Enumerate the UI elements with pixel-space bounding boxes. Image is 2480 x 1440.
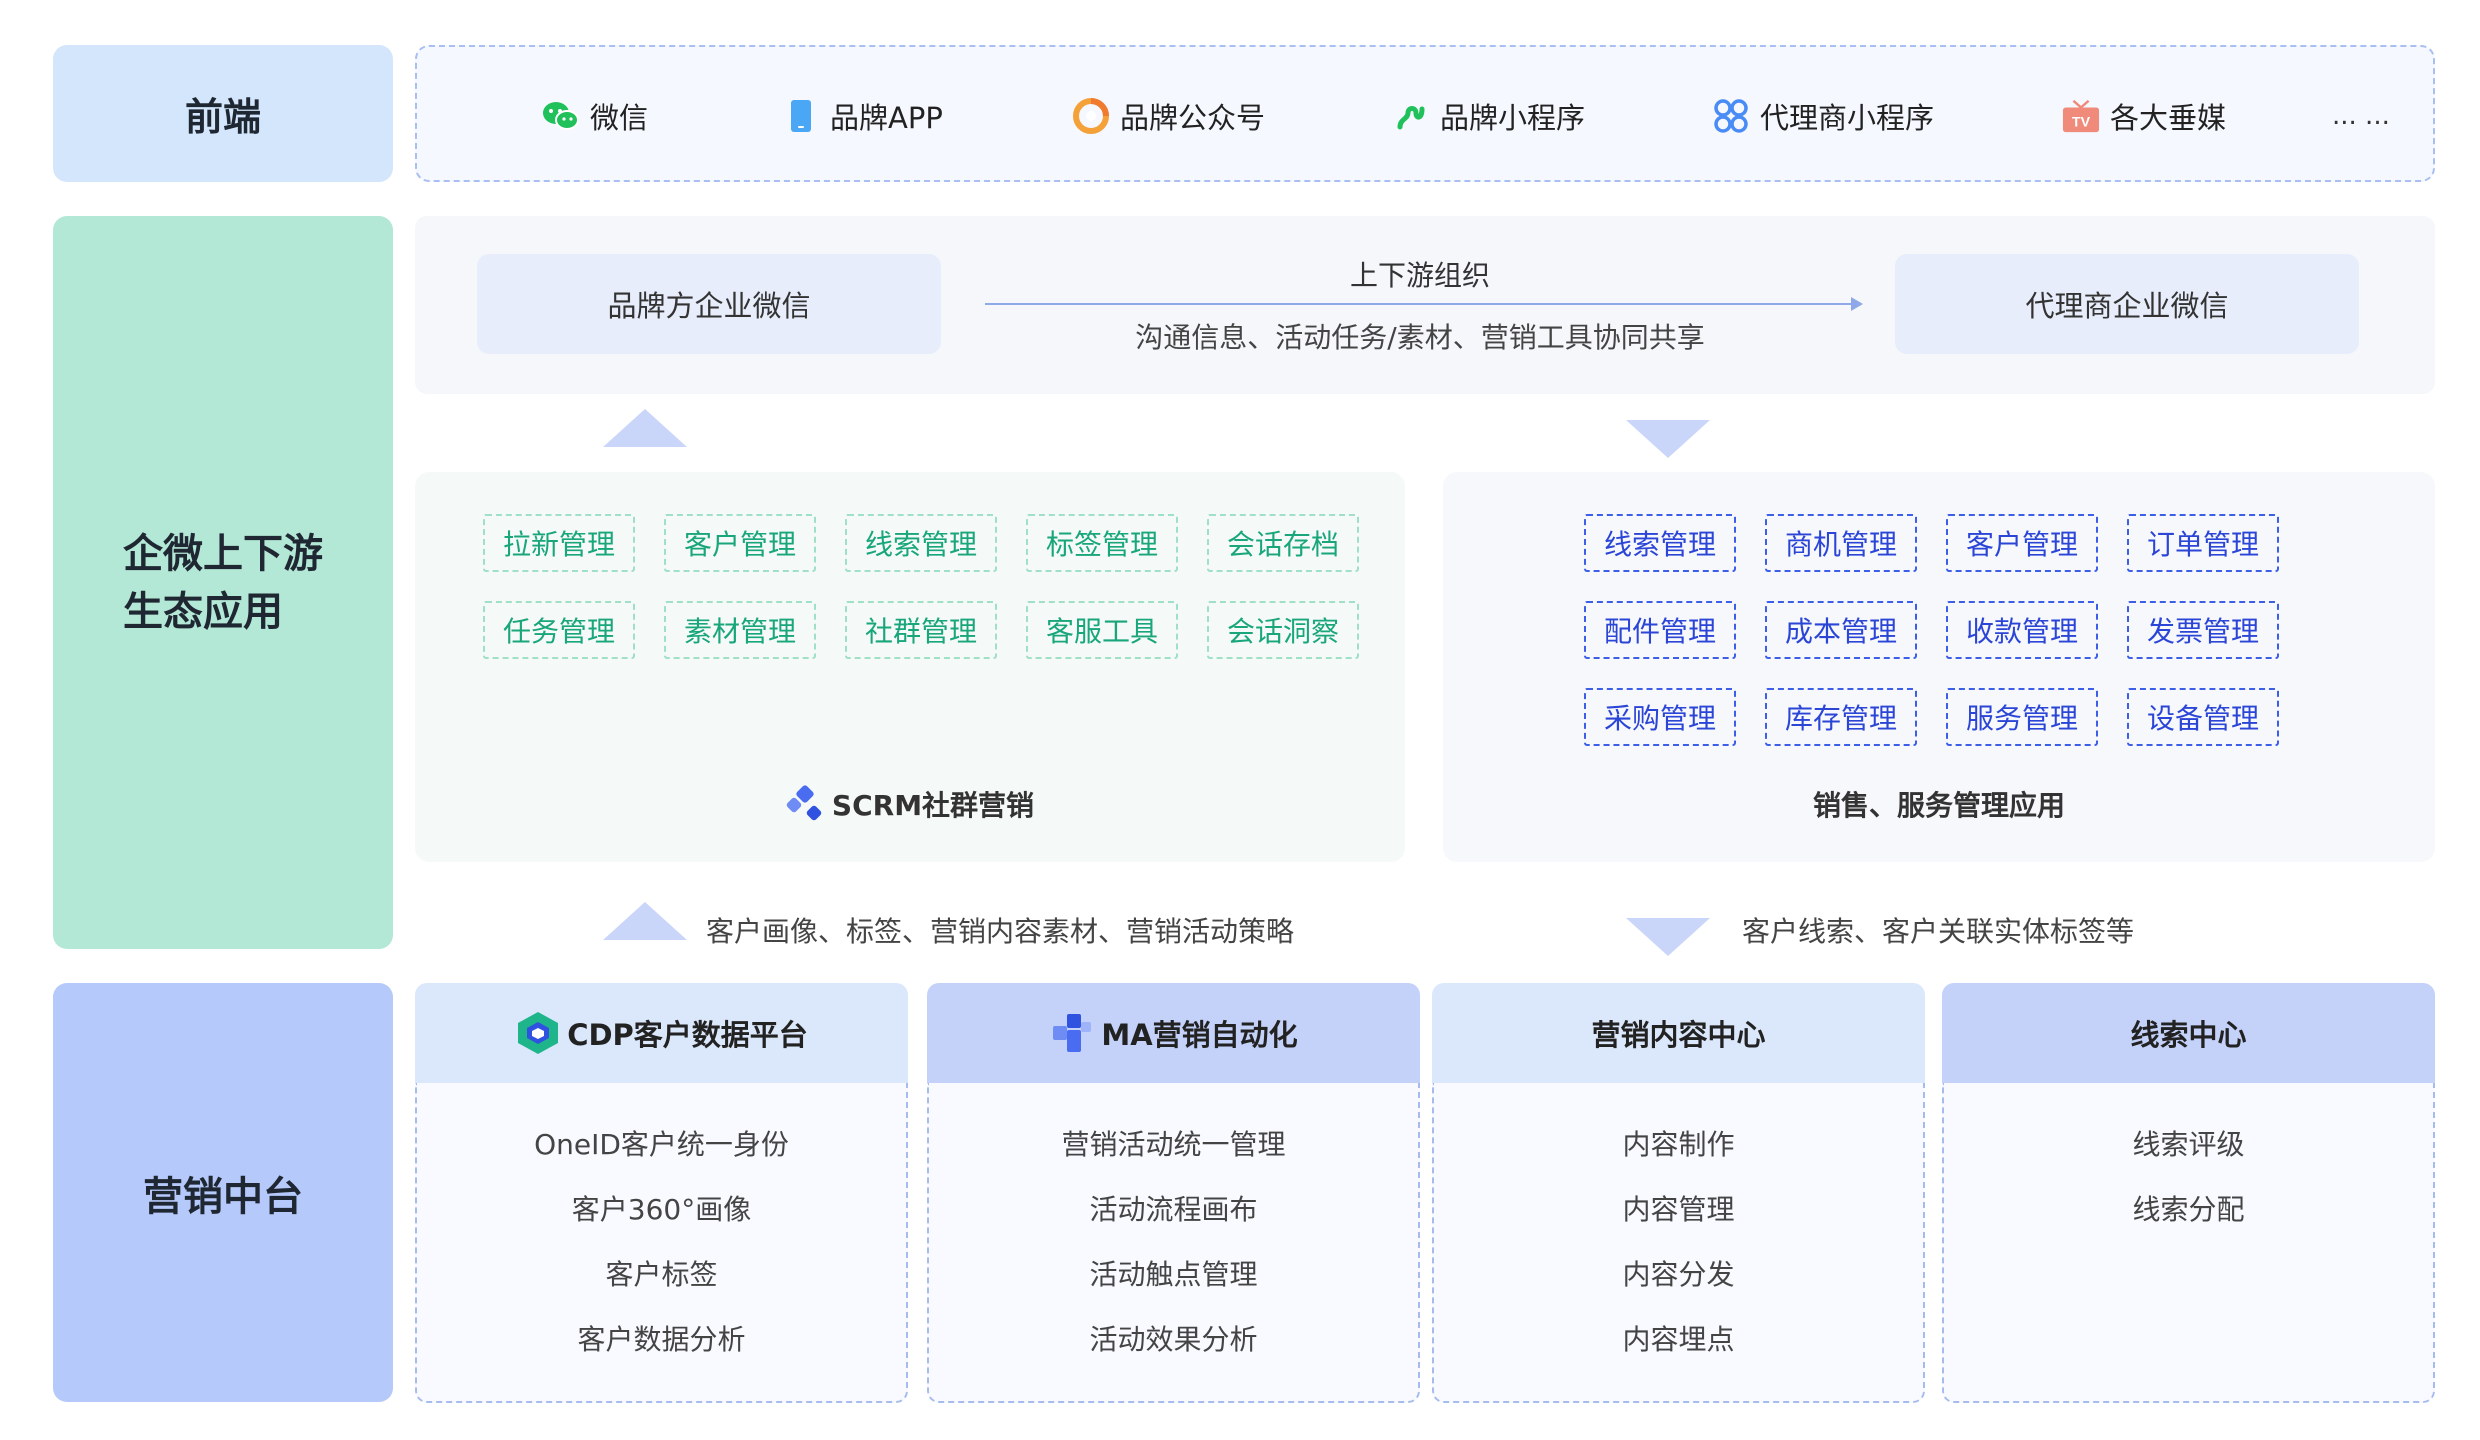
platform-feature-item: 客户数据分析	[577, 1323, 746, 1356]
tag-item: 客服工具	[1026, 601, 1178, 659]
agent-enterprise-wechat-box: 代理商企业微信	[1895, 254, 2359, 354]
platform-feature-item: 客户360°画像	[571, 1193, 752, 1226]
tag-item: 会话洞察	[1207, 601, 1359, 659]
wechat-icon	[542, 97, 580, 135]
channel-label: 各大垂媒	[2110, 100, 2227, 135]
channel-label: 品牌公众号	[1120, 100, 1266, 135]
tag-item: 社群管理	[845, 601, 997, 659]
tag-item: 配件管理	[1584, 601, 1736, 659]
channel-label: 品牌小程序	[1440, 100, 1586, 135]
frontend-channels-bar: 微信 品牌APP 品牌公众号 品牌小程序 代理商小程序 TV 各大垂媒 ... …	[415, 45, 2435, 182]
tag-item: 素材管理	[664, 601, 816, 659]
ma-icon	[1049, 1010, 1095, 1056]
section-label-marketing: 营销中台	[53, 983, 393, 1402]
platform-column-header: 线索中心	[1942, 983, 2435, 1083]
channel-mini-program: 品牌小程序	[1392, 47, 1585, 184]
sales-footer: 销售、服务管理应用	[1812, 789, 2065, 822]
platform-column-body: OneID客户统一身份客户360°画像客户标签客户数据分析	[415, 1083, 908, 1403]
platform-feature-item: 营销活动统一管理	[1061, 1128, 1286, 1161]
tv-icon: TV	[2062, 97, 2100, 135]
platform-feature-item: OneID客户统一身份	[534, 1128, 789, 1161]
scrm-footer-label: SCRM社群营销	[831, 789, 1035, 822]
tag-item: 线索管理	[1584, 514, 1736, 572]
link-title: 上下游组织	[1349, 259, 1490, 292]
arrow-right-icon	[1851, 297, 1863, 311]
channel-wechat: 微信	[542, 47, 648, 184]
platform-column-body: 线索评级线索分配	[1942, 1083, 2435, 1403]
platform-feature-item: 内容制作	[1622, 1128, 1735, 1161]
channel-agent-mini-program: 代理商小程序	[1712, 47, 1934, 184]
scrm-footer: SCRM社群营销	[415, 784, 1405, 824]
channel-label: 代理商小程序	[1760, 100, 1935, 135]
tag-item: 库存管理	[1765, 688, 1917, 746]
platform-feature-item: 活动效果分析	[1089, 1323, 1258, 1356]
platform-column: CDP客户数据平台 OneID客户统一身份客户360°画像客户标签客户数据分析	[415, 983, 908, 1403]
flow-caption-left: 客户画像、标签、营销内容素材、营销活动策略	[706, 915, 1295, 948]
platform-column-body: 营销活动统一管理活动流程画布活动触点管理活动效果分析	[927, 1083, 1420, 1403]
platform-column-header: 营销内容中心	[1432, 983, 1925, 1083]
platform-column: 营销内容中心内容制作内容管理内容分发内容埋点	[1432, 983, 1925, 1403]
scrm-panel: 拉新管理客户管理线索管理标签管理会话存档任务管理素材管理社群管理客服工具会话洞察…	[415, 472, 1405, 862]
platform-column-body: 内容制作内容管理内容分发内容埋点	[1432, 1083, 1925, 1403]
mini-program-icon	[1392, 97, 1430, 135]
platform-feature-item: 线索评级	[2132, 1128, 2245, 1161]
tag-item: 订单管理	[2127, 514, 2279, 572]
tag-item: 任务管理	[483, 601, 635, 659]
enterprise-wechat-link-panel: 品牌方企业微信 上下游组织 沟通信息、活动任务/素材、营销工具协同共享 代理商企…	[415, 216, 2435, 394]
phone-icon	[782, 97, 820, 135]
sales-service-panel: 线索管理商机管理客户管理订单管理配件管理成本管理收款管理发票管理采购管理库存管理…	[1443, 472, 2435, 862]
brand-enterprise-wechat-box: 品牌方企业微信	[477, 254, 941, 354]
platform-column: 线索中心线索评级线索分配	[1942, 983, 2435, 1403]
platform-feature-item: 线索分配	[2132, 1193, 2245, 1226]
tag-item: 发票管理	[2127, 601, 2279, 659]
arrow-down-icon	[1626, 918, 1710, 956]
tag-item: 拉新管理	[483, 514, 635, 572]
tag-item: 线索管理	[845, 514, 997, 572]
platform-feature-item: 内容管理	[1622, 1193, 1735, 1226]
platform-column-title: CDP客户数据平台	[567, 1018, 808, 1052]
tag-item: 标签管理	[1026, 514, 1178, 572]
section-label-line: 生态应用	[123, 588, 283, 635]
platform-feature-item: 活动流程画布	[1089, 1193, 1258, 1226]
section-label-ecosystem: 企微上下游 生态应用	[53, 216, 393, 949]
link-arrow-line	[985, 303, 1855, 305]
arrow-up-icon	[603, 902, 687, 940]
flow-caption-right: 客户线索、客户关联实体标签等	[1742, 915, 2135, 948]
tag-item: 客户管理	[664, 514, 816, 572]
platform-column: MA营销自动化营销活动统一管理活动流程画布活动触点管理活动效果分析	[927, 983, 1420, 1403]
svg-text:TV: TV	[2072, 114, 2091, 130]
platform-column-title: 营销内容中心	[1591, 1018, 1766, 1052]
arrow-up-icon	[603, 409, 687, 447]
channel-label: 微信	[590, 100, 649, 135]
cdp-icon	[515, 1010, 561, 1056]
channel-vertical-media: TV 各大垂媒	[2062, 47, 2226, 184]
tag-item: 采购管理	[1584, 688, 1736, 746]
official-account-icon	[1072, 97, 1110, 135]
tag-item: 商机管理	[1765, 514, 1917, 572]
platform-feature-item: 活动触点管理	[1089, 1258, 1258, 1291]
platform-column-header: CDP客户数据平台	[415, 983, 908, 1083]
grid-flower-icon	[1712, 97, 1750, 135]
platform-feature-item: 内容埋点	[1622, 1323, 1735, 1356]
link-description: 沟通信息、活动任务/素材、营销工具协同共享	[1135, 321, 1705, 354]
tag-item: 成本管理	[1765, 601, 1917, 659]
platform-column-title: MA营销自动化	[1101, 1018, 1298, 1052]
channel-brand-app: 品牌APP	[782, 47, 943, 184]
arrow-down-icon	[1626, 420, 1710, 458]
tag-item: 收款管理	[1946, 601, 2098, 659]
tag-item: 设备管理	[2127, 688, 2279, 746]
platform-column-title: 线索中心	[2130, 1018, 2247, 1052]
section-label-line: 企微上下游	[123, 530, 323, 577]
tag-item: 服务管理	[1946, 688, 2098, 746]
section-label-frontend: 前端	[53, 45, 393, 182]
platform-column-header: MA营销自动化	[927, 983, 1420, 1083]
tag-item: 会话存档	[1207, 514, 1359, 572]
platform-feature-item: 内容分发	[1622, 1258, 1735, 1291]
channel-more: ... ...	[2332, 100, 2390, 131]
channel-official-account: 品牌公众号	[1072, 47, 1265, 184]
tag-item: 客户管理	[1946, 514, 2098, 572]
channel-label: 品牌APP	[830, 100, 943, 135]
platform-feature-item: 客户标签	[605, 1258, 718, 1291]
scrm-logo-icon	[786, 785, 824, 823]
